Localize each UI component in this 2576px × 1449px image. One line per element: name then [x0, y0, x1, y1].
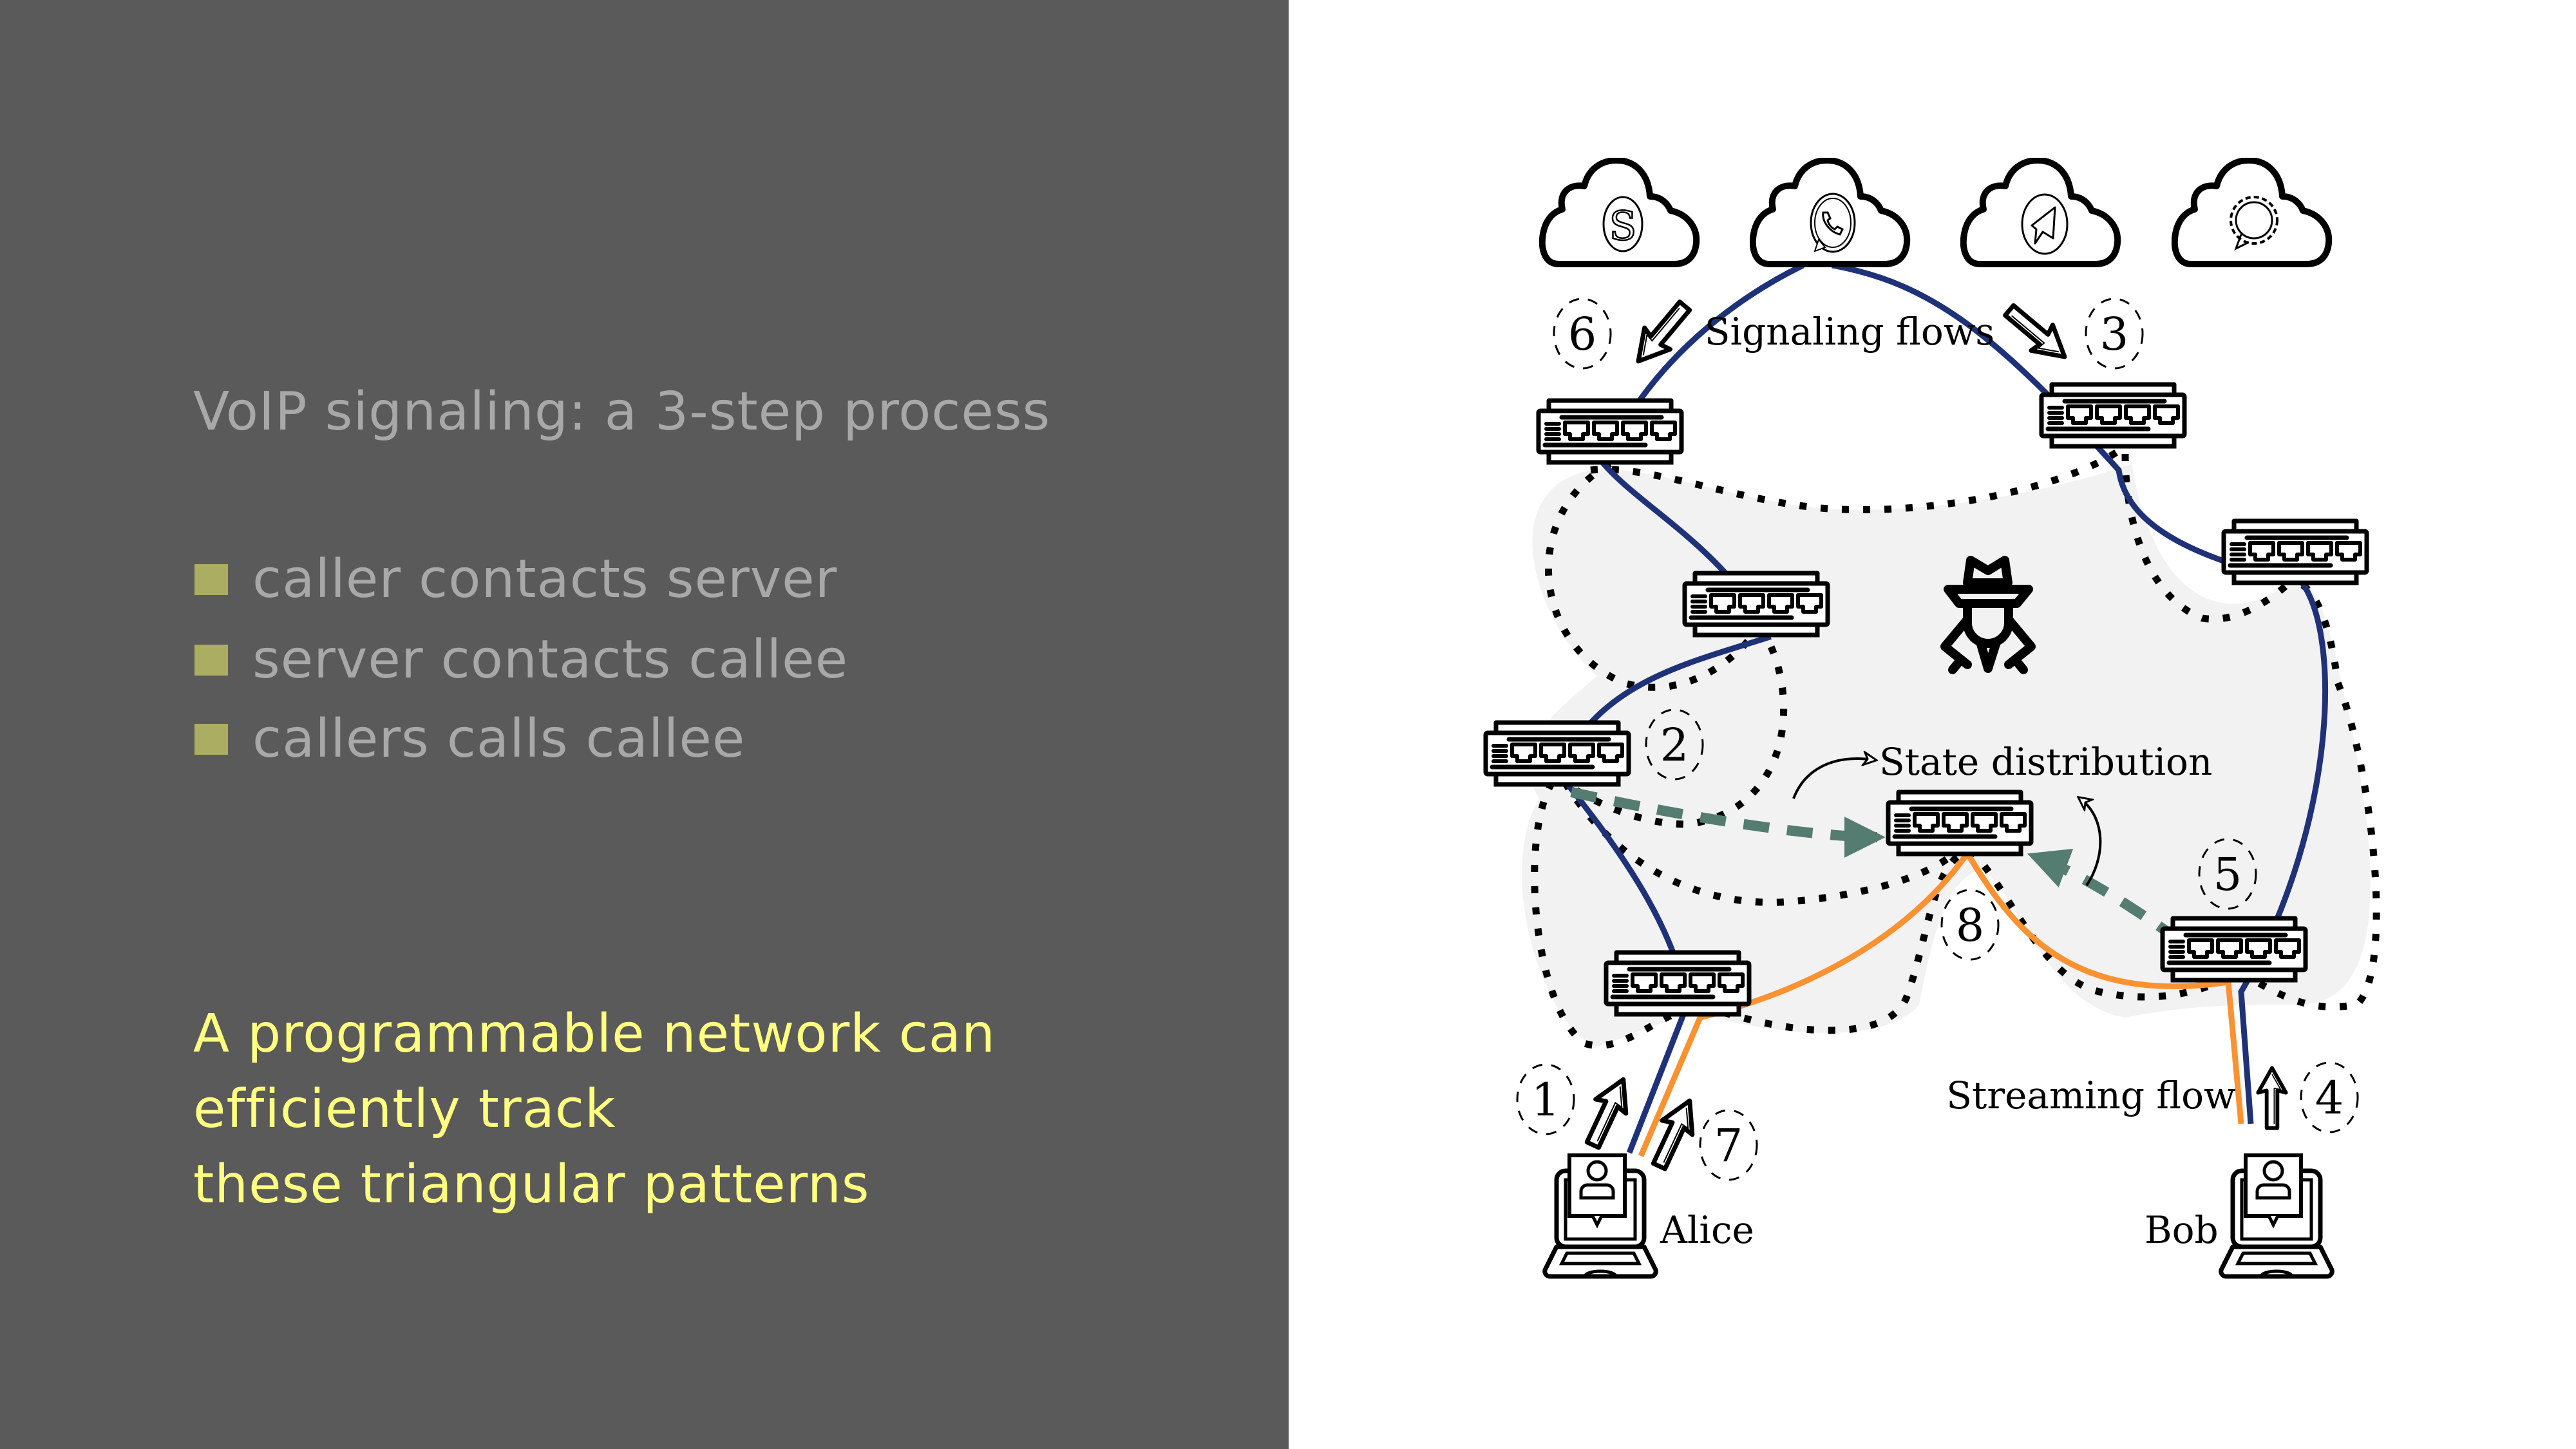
bullet-square-icon — [194, 723, 228, 755]
svg-text:5: 5 — [2213, 848, 2242, 901]
bullet-text: caller contacts server — [252, 549, 838, 610]
svg-text:7: 7 — [1714, 1119, 1743, 1172]
alice-label: Alice — [1660, 1208, 1754, 1252]
switch-icon — [1888, 792, 2031, 854]
alice-laptop-icon — [1545, 1155, 1656, 1276]
state-curve-arrow-left — [1792, 759, 1874, 799]
bullet-item: callers calls callee — [194, 708, 745, 770]
switch-icon — [2041, 384, 2184, 446]
bullet-item: server contacts callee — [194, 629, 848, 690]
svg-text:3: 3 — [2100, 308, 2129, 361]
switch-icon — [1539, 401, 1681, 462]
bullet-square-icon — [194, 564, 228, 595]
whatsapp-icon — [1810, 193, 1856, 253]
signal-icon — [2230, 196, 2278, 251]
arrow-step-6-icon — [1625, 295, 1698, 372]
state-distribution-flow — [1570, 787, 2219, 971]
switch-icon — [2224, 521, 2367, 583]
step-marker: 4 — [2300, 1061, 2359, 1133]
state-curve-arrow-right — [2080, 799, 2102, 887]
step-marker: 1 — [1516, 1063, 1575, 1135]
signaling-flows-label: Signaling flows — [1705, 310, 1994, 354]
cloud-skype: S — [1542, 160, 1696, 264]
svg-text:4: 4 — [2315, 1072, 2344, 1124]
telegram-icon — [2021, 193, 2069, 255]
spy-icon — [1940, 556, 2036, 674]
switch-icon — [1685, 573, 1828, 635]
slide-title: VoIP signaling: a 3-step process — [193, 381, 1051, 442]
arrow-step-1-icon — [1578, 1072, 1638, 1151]
highlight-line: these triangular patterns — [193, 1154, 870, 1215]
bullet-square-icon — [194, 644, 228, 676]
svg-text:S: S — [1609, 202, 1636, 249]
bob-laptop-icon — [2221, 1155, 2333, 1276]
state-distribution-label: State distribution — [1879, 740, 2212, 784]
skype-icon: S — [1602, 196, 1643, 252]
svg-text:8: 8 — [1956, 899, 1985, 952]
arrow-step-4-icon — [2258, 1068, 2286, 1128]
highlight-line: efficiently track — [193, 1079, 616, 1140]
step-marker: 2 — [1645, 708, 1704, 781]
svg-text:1: 1 — [1531, 1074, 1560, 1126]
step-marker: 6 — [1553, 298, 1612, 370]
bullet-text: server contacts callee — [252, 629, 849, 690]
step-marker: 3 — [2085, 298, 2144, 370]
switch-icon — [2163, 918, 2306, 980]
bullet-text: callers calls callee — [252, 708, 746, 770]
cloud-signal — [2175, 160, 2329, 264]
bob-label: Bob — [2145, 1208, 2219, 1252]
left-panel: VoIP signaling: a 3-step process caller … — [0, 0, 1289, 1449]
highlight-line: A programmable network can — [193, 1003, 996, 1065]
cloud-whatsapp — [1753, 160, 1907, 264]
bullet-item: caller contacts server — [194, 549, 837, 610]
switch-icon — [1606, 952, 1749, 1014]
signaling-flow — [1555, 262, 2328, 1154]
cloud-telegram — [1964, 160, 2117, 264]
svg-text:6: 6 — [1568, 308, 1597, 361]
step-marker: 8 — [1940, 889, 2000, 961]
step-marker: 5 — [2198, 838, 2257, 910]
switch-icon — [1486, 723, 1629, 784]
step-marker: 7 — [1699, 1109, 1758, 1181]
svg-text:2: 2 — [1660, 719, 1689, 772]
streaming-flow-label: Streaming flow — [1946, 1074, 2235, 1117]
